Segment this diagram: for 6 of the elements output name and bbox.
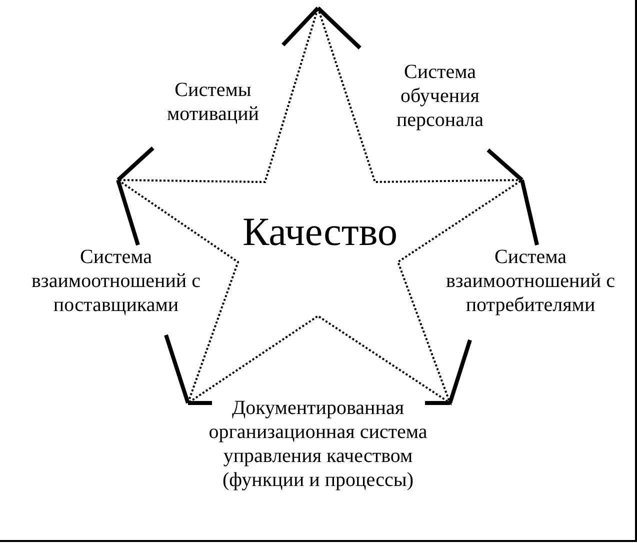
center-title: Качество [241,210,399,254]
segment-label: Система взаимоотношений с поставщиками [30,245,202,317]
segment-label: Системы мотиваций [166,78,260,126]
segment-label: Документированная организационная система управления качеством (функции и процессы) [208,396,428,492]
segment-label: Система обучения персонала [395,60,485,132]
segment-label: Система взаимоотношений с потребителями [444,245,616,317]
